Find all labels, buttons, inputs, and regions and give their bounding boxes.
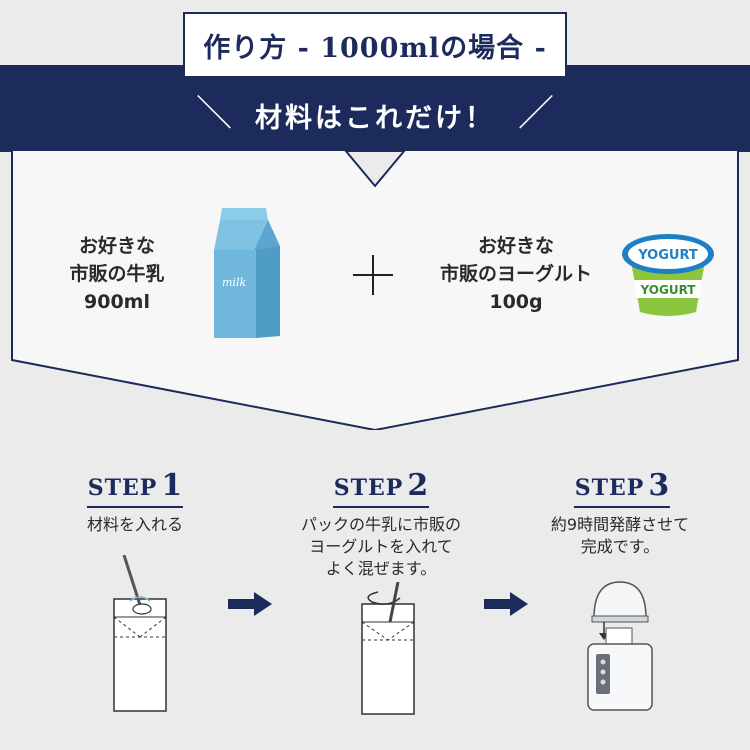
yogurt-cup-icon: YOGURT YOGURT	[622, 234, 714, 316]
milk-text: お好きな 市販の牛乳 900ml	[69, 235, 165, 313]
materials-panel	[11, 150, 739, 430]
page-subtitle: 材料はこれだけ！	[255, 103, 495, 134]
yogurt-lid-label: YOGURT	[637, 248, 698, 263]
slash-left: ＼	[196, 93, 233, 134]
page-title: 作り方 - 1000mlの場合 -	[203, 32, 547, 64]
step-2-carton-illustration	[361, 582, 415, 715]
step-2-underline	[333, 506, 429, 508]
plus-icon	[353, 255, 393, 295]
yogurt-maker-illustration	[587, 581, 653, 711]
slash-right: ／	[518, 93, 555, 134]
step-1-carton-illustration	[113, 555, 167, 712]
step-3-underline	[574, 506, 670, 508]
yogurt-body-label: YOGURT	[640, 283, 697, 297]
arrow-right-icon	[228, 592, 272, 616]
arrow-right-icon	[484, 592, 528, 616]
step-1-desc: 材料を入れる	[86, 515, 183, 534]
milk-carton-icon: milk	[214, 208, 280, 338]
step-2-desc: パックの牛乳に市販の ヨーグルトを入れて よく混ぜます。	[300, 515, 461, 578]
title-box: 作り方 - 1000mlの場合 -	[183, 12, 567, 78]
stir-stick	[388, 582, 400, 623]
step-3-desc: 約9時間発酵させて 完成です。	[550, 515, 690, 556]
step-1-underline	[87, 506, 183, 508]
header-band	[0, 65, 750, 152]
carton-label: milk	[222, 276, 246, 289]
yogurt-text: お好きな 市販のヨーグルト 100g	[439, 235, 592, 313]
